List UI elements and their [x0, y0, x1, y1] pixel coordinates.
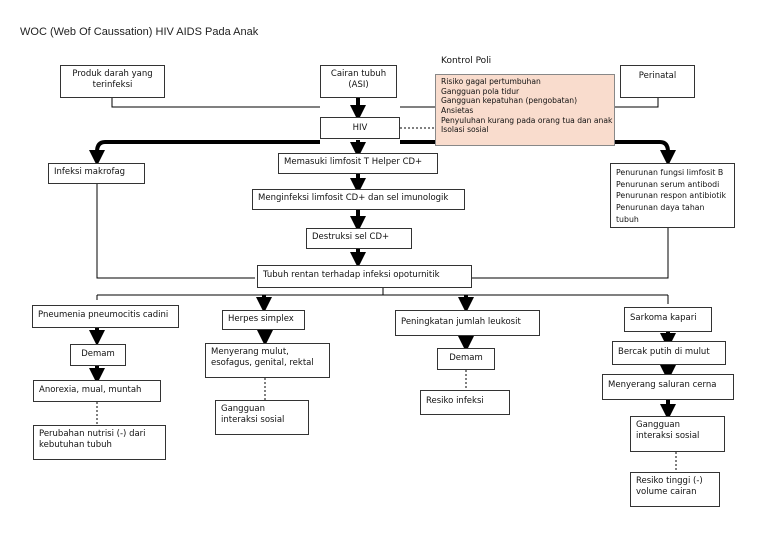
node-gangguan-sosial-2: Gangguan interaksi sosial [630, 416, 725, 452]
node-destruksi: Destruksi sel CD+ [306, 228, 412, 249]
node-hiv: HIV [320, 117, 400, 139]
kontrol-poli-item: Ansietas [441, 105, 474, 115]
node-penurunan: Penurunan fungsi limfosit B Penurunan se… [610, 163, 735, 228]
kontrol-poli-item: Penyuluhan kurang pada orang tua dan ana… [441, 115, 613, 125]
link-infeksi-makrofag-tubuh-rentan [96, 184, 255, 279]
node-menyerang-saluran: Menyerang saluran cerna [602, 374, 734, 400]
node-perubahan-nutrisi: Perubahan nutrisi (-) dari kebutuhan tub… [33, 425, 166, 460]
node-peningkatan-leukosit: Peningkatan jumlah leukosit [395, 310, 540, 336]
node-perinatal: Perinatal [620, 65, 695, 98]
link-hiv-penurunan [400, 140, 676, 166]
kontrol-poli-item: Isolasi sosial [441, 125, 489, 135]
kontrol-poli-title: Kontrol Poli [441, 56, 492, 66]
node-infeksi-makrofag: Infeksi makrofag [48, 163, 145, 184]
link-penurunan-tubuh-rentan [472, 228, 669, 279]
kontrol-poli-item: Gangguan kepatuhan (pengobatan) [441, 96, 578, 106]
node-cairan-tubuh: Cairan tubuh (ASI) [320, 65, 397, 98]
node-resiko-cairan: Resiko tinggi (-) volume cairan [630, 472, 720, 507]
link-hiv-infeksi-makrofag [89, 140, 320, 166]
kontrol-poli-item: Gangguan pola tidur [441, 86, 520, 96]
node-tubuh-rentan: Tubuh rentan terhadap infeksi opoturniti… [257, 265, 472, 288]
node-resiko-infeksi: Resiko infeksi [420, 390, 510, 415]
node-bercak: Bercak putih di mulut [612, 341, 726, 365]
node-demam-1: Demam [70, 344, 126, 366]
node-menginfeksi-limfosit: Menginfeksi limfosit CD+ dan sel imunolo… [252, 189, 465, 210]
link-produk-darah-hiv [111, 98, 320, 108]
node-anorexia: Anorexia, mual, muntah [33, 380, 161, 402]
node-pneumenia: Pneumenia pneumocitis cadini [32, 305, 179, 328]
node-herpes: Herpes simplex [222, 310, 305, 330]
node-demam-2: Demam [437, 348, 495, 370]
node-memasuki-limfosit: Memasuki limfosit T Helper CD+ [278, 153, 438, 174]
node-menyerang-mulut: Menyerang mulut, esofagus, genital, rekt… [205, 343, 330, 378]
kontrol-poli-panel: Risiko gagal pertumbuhan Gangguan pola t… [435, 74, 615, 146]
node-gangguan-sosial-1: Gangguan interaksi sosial [215, 400, 309, 435]
node-produk-darah: Produk darah yang terinfeksi [60, 65, 165, 98]
kontrol-poli-item: Risiko gagal pertumbuhan [441, 77, 541, 86]
node-sarkoma: Sarkoma kapari [624, 307, 712, 332]
diagram-title: WOC (Web Of Caussation) HIV AIDS Pada An… [20, 26, 259, 38]
